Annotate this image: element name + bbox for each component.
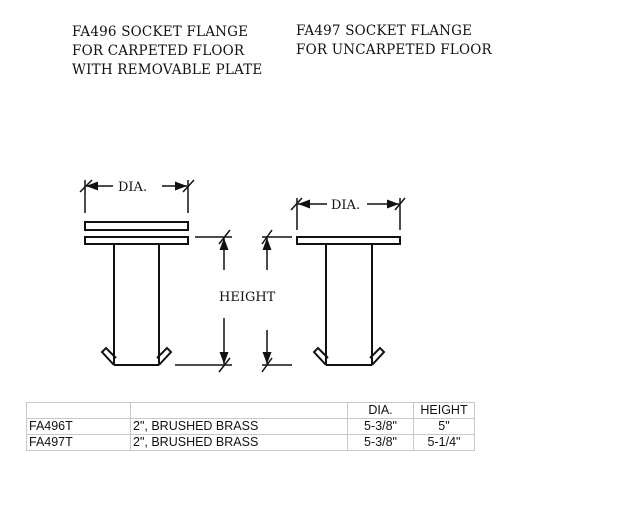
fa497-flange [296,236,401,366]
table-row: FA496T 2", BRUSHED BRASS 5-3/8" 5" [26,418,475,435]
table-cell: 5-3/8" [347,418,414,435]
fa497-title-line: FA497 SOCKET FLANGE [296,23,473,39]
flange-drawing: DIA. DIA. HEIGHT [79,179,406,373]
table-cell: FA496T [26,418,131,435]
fa496-flange [84,221,189,366]
table-header: HEIGHT [413,402,475,419]
table-cell: 5-3/8" [347,434,414,451]
fa496-title-line: FA496 SOCKET FLANGE [72,24,249,40]
height-dimension [175,229,292,373]
fa497-title-line: FOR UNCARPETED FLOOR [296,42,492,58]
fa496-title: FA496 SOCKET FLANGE FOR CARPETED FLOOR W… [72,23,262,80]
spec-table: DIA. HEIGHT FA496T 2", BRUSHED BRASS 5-3… [26,402,475,451]
table-cell: 5-1/4" [413,434,475,451]
table-header [130,402,348,419]
fa497-dia-dimension [290,197,406,230]
flange-plate [296,236,401,245]
table-cell: 5" [413,418,475,435]
removable-plate [84,221,189,231]
fa496-dia-dimension [79,179,195,213]
dia-label: DIA. [331,198,360,213]
dia-label: DIA. [118,180,147,195]
fa496-title-line: FOR CARPETED FLOOR [72,43,245,59]
table-cell: 2", BRUSHED BRASS [130,418,348,435]
fa497-title: FA497 SOCKET FLANGE FOR UNCARPETED FLOOR [296,22,492,60]
table-row: FA497T 2", BRUSHED BRASS 5-3/8" 5-1/4" [26,434,475,451]
height-label: HEIGHT [219,290,276,305]
flange-plate [84,236,189,245]
table-cell: 2", BRUSHED BRASS [130,434,348,451]
table-cell: FA497T [26,434,131,451]
fa496-title-line: WITH REMOVABLE PLATE [72,62,263,78]
table-header: DIA. [347,402,414,419]
table-header [26,402,131,419]
table-header-row: DIA. HEIGHT [26,402,475,419]
